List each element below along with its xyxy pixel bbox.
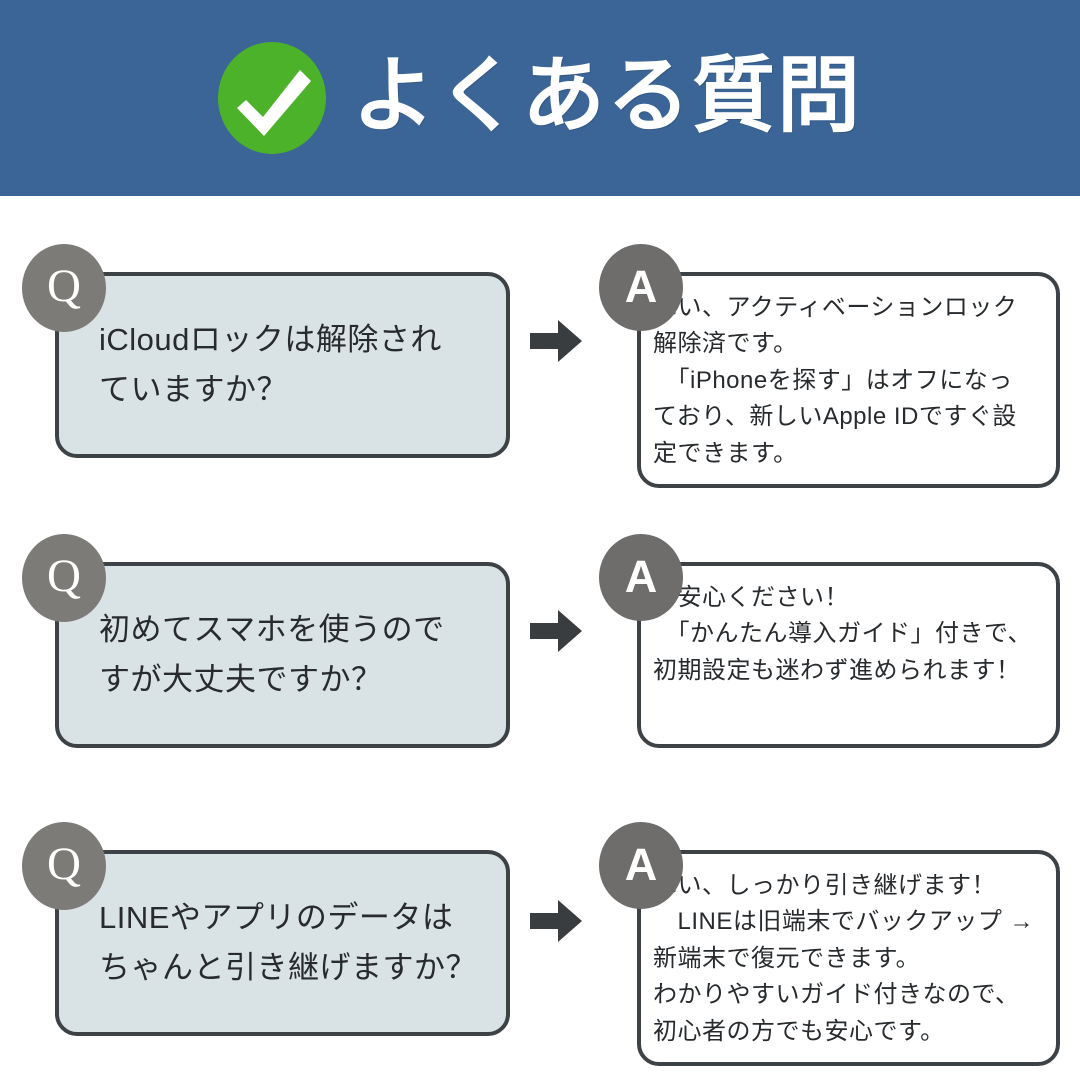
question-block[interactable]: Q LINEやアプリのデータは ちゃんと引き継げますか？	[22, 822, 510, 1036]
page-title: よくある質問	[352, 48, 862, 142]
arrow-right-icon	[528, 605, 584, 657]
page-header: よくある質問	[0, 0, 1080, 196]
answer-bubble[interactable]: はい、アクティベーションロック 解除済です。 「iPhoneを探す」はオフになっ…	[637, 272, 1060, 489]
question-block[interactable]: Q 初めてスマホを使うので すが大丈夫ですか？	[22, 534, 510, 748]
faq-list: Q iCloudロックは解除され ていますか？ A はい、アクティベーションロッ…	[0, 196, 1080, 1067]
answer-bubble[interactable]: ご安心ください！ 「かんたん導入ガイド」付きで、 初期設定も迷わず進められます！	[637, 562, 1060, 748]
answer-block[interactable]: A ご安心ください！ 「かんたん導入ガイド」付きで、 初期設定も迷わず進められま…	[599, 534, 1060, 748]
question-bubble[interactable]: iCloudロックは解除され ていますか？	[55, 272, 510, 458]
answer-block[interactable]: A はい、アクティベーションロック 解除済です。 「iPhoneを探す」はオフに…	[599, 244, 1060, 489]
question-bubble[interactable]: 初めてスマホを使うので すが大丈夫ですか？	[55, 562, 510, 748]
question-text: LINEやアプリのデータは ちゃんと引き継げますか？	[99, 899, 477, 985]
arrow-right-icon	[528, 315, 584, 367]
answer-text: はい、しっかり引き継げます！ LINEは旧端末でバックアップ → 新端末で復元で…	[653, 872, 1035, 1045]
answer-text: はい、アクティベーションロック 解除済です。 「iPhoneを探す」はオフになっ…	[653, 294, 1018, 467]
question-badge: Q	[22, 822, 106, 910]
question-bubble[interactable]: LINEやアプリのデータは ちゃんと引き継げますか？	[55, 850, 510, 1036]
answer-text: ご安心ください！ 「かんたん導入ガイド」付きで、 初期設定も迷わず進められます！	[653, 584, 1033, 684]
answer-bubble[interactable]: はい、しっかり引き継げます！ LINEは旧端末でバックアップ → 新端末で復元で…	[637, 850, 1060, 1067]
question-badge: Q	[22, 534, 106, 622]
answer-block[interactable]: A はい、しっかり引き継げます！ LINEは旧端末でバックアップ → 新端末で復…	[599, 822, 1060, 1067]
arrow-right-icon	[528, 895, 584, 947]
faq-row: Q iCloudロックは解除され ていますか？ A はい、アクティベーションロッ…	[0, 196, 1080, 489]
check-mark-icon	[237, 70, 311, 136]
question-badge: Q	[22, 244, 106, 332]
faq-row: Q LINEやアプリのデータは ちゃんと引き継げますか？ A はい、しっかり引き…	[0, 776, 1080, 1067]
question-text: 初めてスマホを使うので すが大丈夫ですか？	[99, 611, 445, 697]
faq-row: Q 初めてスマホを使うので すが大丈夫ですか？ A ご安心ください！ 「かんたん…	[0, 486, 1080, 776]
question-text: iCloudロックは解除され ていますか？	[99, 321, 442, 407]
question-block[interactable]: Q iCloudロックは解除され ていますか？	[22, 244, 510, 458]
answer-badge: A	[599, 244, 683, 331]
answer-badge: A	[599, 822, 683, 909]
answer-badge: A	[599, 534, 683, 621]
check-circle-icon	[218, 42, 326, 154]
check-circle-disc	[218, 42, 326, 154]
